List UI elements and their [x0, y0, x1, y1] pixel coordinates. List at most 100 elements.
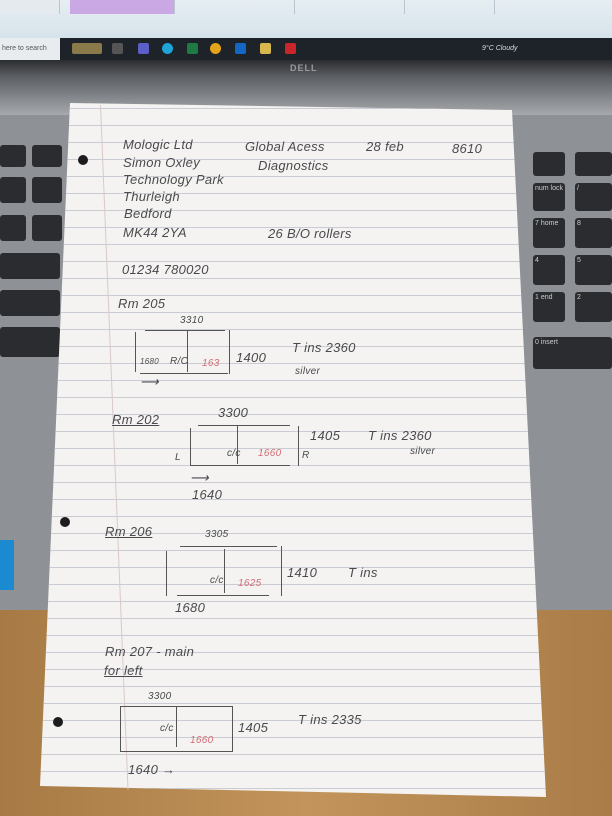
sketch-line — [190, 428, 191, 466]
control-side: c/c — [160, 723, 174, 734]
key[interactable]: / — [575, 183, 612, 211]
room-width: 3305 — [205, 529, 229, 540]
sketch-window — [120, 706, 233, 752]
key[interactable]: 1 end — [533, 292, 565, 322]
taskbar-search[interactable]: here to search — [0, 38, 60, 60]
arrow-icon: ⟶ — [140, 374, 159, 389]
right-width: 163 — [202, 358, 220, 369]
sketch-line — [140, 373, 228, 374]
address-line: MK44 2YA — [123, 225, 187, 240]
control-side: c/c — [227, 448, 241, 459]
key[interactable] — [575, 152, 612, 176]
monitor-screen — [0, 0, 612, 40]
project: Global Acess — [245, 139, 325, 154]
sketch-line — [237, 426, 238, 464]
left-width: 1640 → — [128, 762, 176, 777]
left-width: 1680 — [175, 600, 206, 615]
key[interactable] — [32, 177, 62, 203]
contact: Simon Oxley — [123, 155, 200, 170]
taskbar: here to search 9°C Cloudy — [0, 38, 612, 60]
key[interactable]: 0 insert — [533, 337, 612, 369]
key[interactable] — [32, 215, 62, 241]
windows-key[interactable] — [0, 327, 60, 357]
room-height: 1410 — [287, 565, 318, 580]
colour: silver — [295, 366, 321, 377]
spec: T ins 2360 — [368, 428, 432, 443]
sketch-line — [281, 546, 282, 596]
rollers: 26 B/O rollers — [268, 226, 352, 241]
room-width: 3300 — [148, 691, 172, 702]
key[interactable] — [0, 215, 26, 241]
search-highlight-icon — [72, 43, 102, 54]
teams-icon[interactable] — [138, 43, 149, 54]
division: Diagnostics — [258, 158, 329, 173]
key[interactable]: 7 home — [533, 218, 565, 248]
room-height: 1400 — [236, 350, 267, 365]
edge-icon[interactable] — [162, 43, 173, 54]
sketch-line — [166, 551, 167, 596]
key[interactable]: 2 — [575, 292, 612, 322]
acrobat-icon[interactable] — [285, 43, 296, 54]
sketch-line — [229, 330, 230, 374]
right-width: 1660 — [258, 448, 282, 459]
key[interactable] — [533, 152, 565, 176]
room-width: 3310 — [180, 315, 204, 326]
outlook-icon[interactable] — [235, 43, 246, 54]
right-mark: R — [302, 450, 310, 461]
sketch-line — [190, 465, 290, 466]
arrow-icon: ⟶ — [190, 470, 209, 485]
sketch-line — [187, 330, 188, 372]
dell-logo: DELL — [290, 63, 318, 73]
right-width: 1625 — [238, 578, 262, 589]
address-line: Bedford — [124, 206, 172, 221]
key[interactable] — [0, 145, 26, 167]
spreadsheet-cell — [70, 0, 175, 14]
sketch-line — [224, 549, 225, 593]
num-lock-key[interactable]: num lock — [533, 183, 565, 211]
key[interactable] — [32, 145, 62, 167]
punch-hole — [53, 717, 63, 727]
spec: T ins 2360 — [292, 340, 356, 355]
address-line: Thurleigh — [123, 189, 180, 204]
spec: T ins — [348, 565, 378, 580]
chrome-icon[interactable] — [210, 43, 221, 54]
file-explorer-icon[interactable] — [260, 43, 271, 54]
room-title: Rm 207 - main — [105, 644, 195, 659]
spreadsheet-cell — [0, 0, 60, 14]
room-width: 3300 — [218, 405, 249, 420]
left-width: 1680 — [140, 357, 159, 366]
colour: silver — [410, 446, 436, 457]
excel-icon[interactable] — [187, 43, 198, 54]
weather-widget[interactable]: 9°C Cloudy — [482, 45, 518, 52]
right-width: 1660 — [190, 735, 214, 746]
spreadsheet-cell — [295, 0, 405, 14]
spreadsheet-cell — [405, 0, 495, 14]
sketch-line — [145, 330, 225, 331]
left-mark: L — [175, 452, 181, 463]
key[interactable]: 8 — [575, 218, 612, 248]
sketch-line — [176, 707, 177, 747]
key[interactable] — [0, 253, 60, 279]
room-title: Rm 202 — [112, 412, 160, 427]
punch-hole — [78, 155, 88, 165]
key[interactable]: 4 — [533, 255, 565, 285]
control-side: c/c — [210, 575, 224, 586]
room-title: Rm 205 — [118, 296, 166, 311]
phone: 01234 780020 — [122, 262, 209, 277]
key[interactable] — [0, 290, 60, 316]
room-note: for left — [104, 663, 143, 678]
reference: 8610 — [452, 141, 483, 156]
key[interactable] — [0, 177, 26, 203]
spec: T ins 2335 — [298, 712, 362, 727]
room-height: 1405 — [238, 720, 269, 735]
sketch-line — [135, 332, 136, 372]
spreadsheet-cell — [175, 0, 295, 14]
sketch-line — [180, 546, 277, 547]
sketch-line — [177, 595, 269, 596]
key[interactable]: 5 — [575, 255, 612, 285]
punch-hole — [60, 517, 70, 527]
room-height: 1405 — [310, 428, 341, 443]
address-line: Technology Park — [123, 172, 224, 187]
task-view-icon[interactable] — [112, 43, 123, 54]
